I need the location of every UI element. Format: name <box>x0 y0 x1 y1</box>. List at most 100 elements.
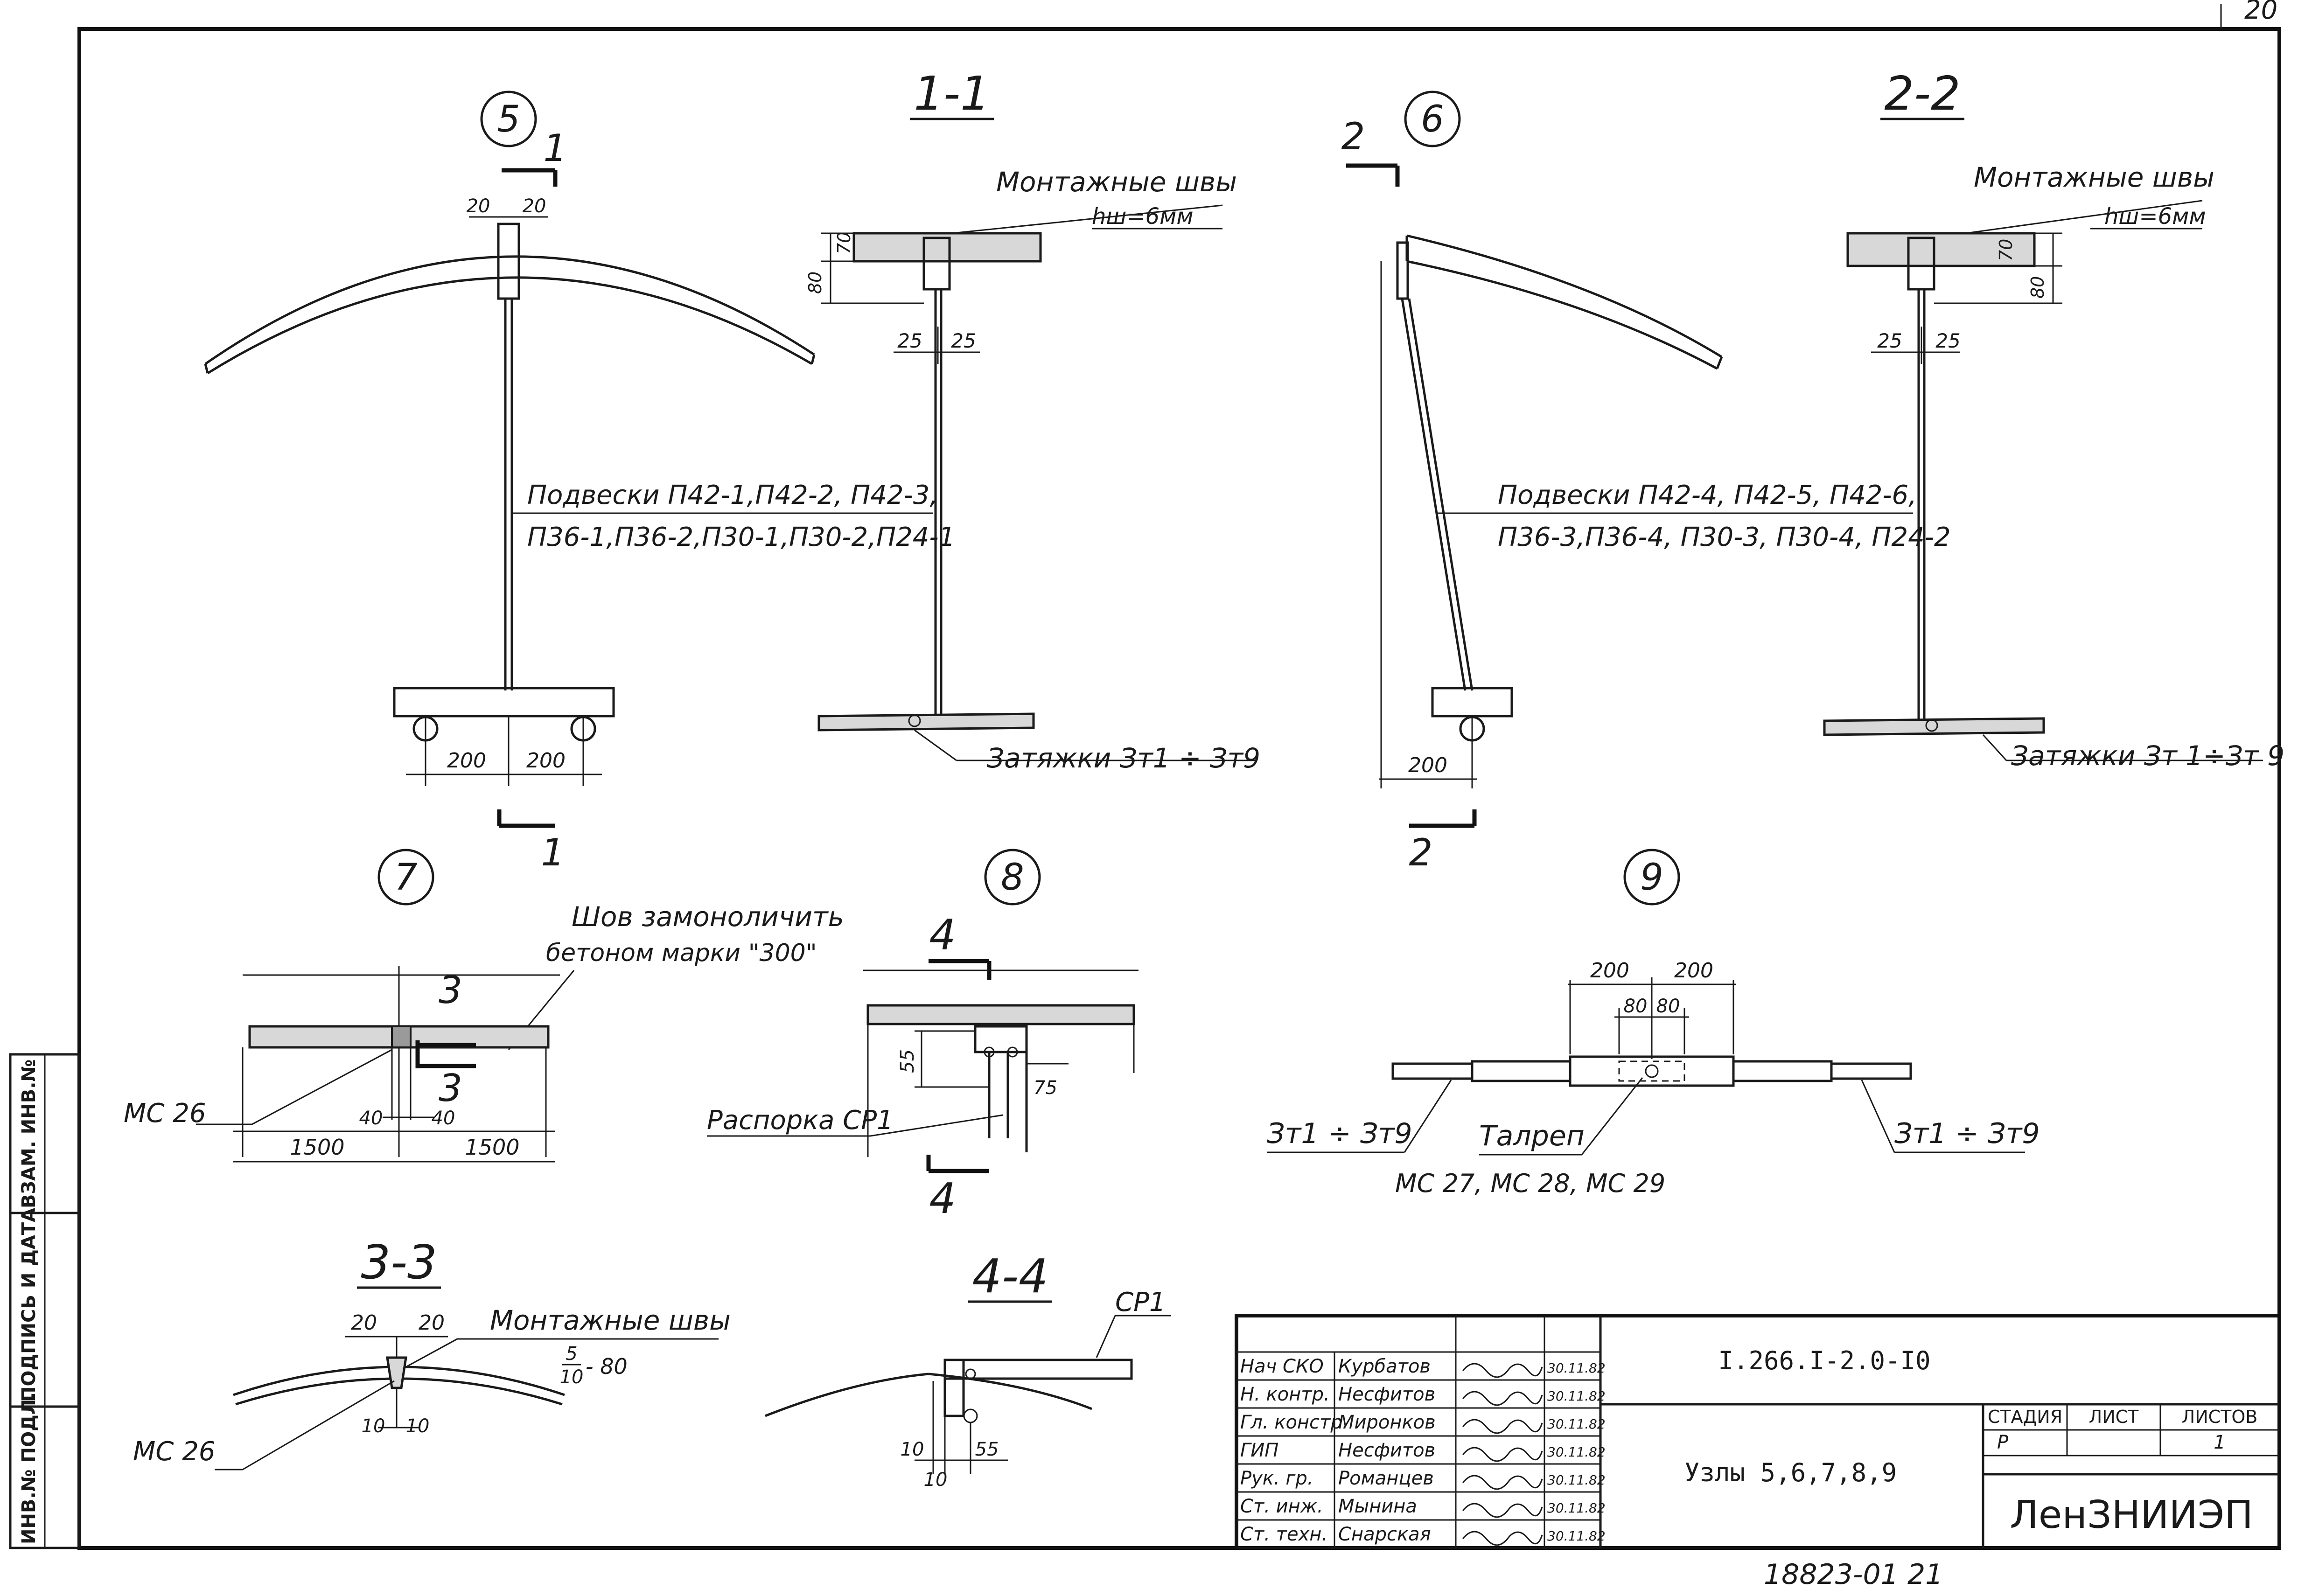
node-7-dim-1500-left: 1500 <box>290 1135 344 1160</box>
node-6-number: 6 <box>1421 98 1444 140</box>
staff-name: Несфитов <box>1338 1384 1435 1405</box>
node-7-dim-40-right: 40 <box>432 1108 455 1129</box>
node-7-marker <box>377 849 434 906</box>
signature-icon <box>1462 1391 1543 1406</box>
section-1-1-dim-25-right: 25 <box>951 329 976 352</box>
section-2-2-dim-80: 80 <box>2027 276 2048 299</box>
staff-name: Курбатов <box>1338 1356 1431 1377</box>
staff-name: Романцев <box>1338 1468 1434 1489</box>
section-3-3-title: 3-3 <box>361 1235 437 1289</box>
staff-rows: Нач СКО Курбатов 30.11.82 Н. контр. Несфитов… <box>1236 1356 1606 1549</box>
hangers-note-1: Подвески П42-1,П42-2, П42-3, П36-1,П36-2… <box>513 480 955 552</box>
node-7-cut-label-bottom: 3 <box>439 1066 462 1110</box>
side-stamp: ВЗАМ. ИНВ.№ ПОДПИСЬ И ДАТА ИНВ.№ ПОДЛ. <box>9 1053 81 1549</box>
title-block: Нач СКО Курбатов 30.11.82 Н. контр. Несфитов… <box>1235 1314 2281 1550</box>
node-5-view: 5 1 20 20 200 200 1 <box>204 91 816 874</box>
node-7-dim-1500-right: 1500 <box>465 1135 519 1160</box>
node-7-note-line1: Шов замоноличить <box>572 901 844 933</box>
organization: ЛенЗНИИЭП <box>2010 1493 2253 1537</box>
node-5-dim-20-left: 20 <box>467 195 490 217</box>
signature-icon <box>1462 1475 1543 1490</box>
node-9-marker <box>1623 849 1680 906</box>
section-1-1-dim-70: 70 <box>834 232 854 254</box>
section-2-2-dim-25-right: 25 <box>1935 329 1960 352</box>
section-1-1-dim-25-left: 25 <box>897 329 922 352</box>
section-3-3-dim-10-left: 10 <box>362 1415 385 1437</box>
node-7-dim-40-left: 40 <box>359 1108 383 1129</box>
node-8-marker <box>984 849 1041 906</box>
node-9-view: 9 200 200 80 80 Зт1 ÷ Зт9 Талреп МС 27, … <box>1267 849 2040 1198</box>
stage-value: Р <box>1997 1432 2009 1453</box>
section-3-3-weld-len: - 80 <box>586 1354 628 1379</box>
node-6-view: 6 2 200 2 <box>1341 91 1723 874</box>
section-1-1-weld-size: hш=6мм <box>1092 203 1194 230</box>
node-7-cut-label: 3 <box>439 969 462 1012</box>
stamp-podpis-data: ПОДПИСЬ И ДАТА <box>18 1208 40 1402</box>
section-3-3-dim-20-right: 20 <box>419 1311 445 1335</box>
node-6-dim-200: 200 <box>1408 753 1447 777</box>
node-9-dim-200-left: 200 <box>1590 959 1629 983</box>
node-9-tie-left: Зт1 ÷ Зт9 <box>1267 1117 1412 1150</box>
section-3-3-dim-20-left: 20 <box>351 1311 377 1335</box>
node-9-turnbuckle: Талреп <box>1479 1120 1585 1152</box>
staff-date: 30.11.82 <box>1547 1360 1606 1376</box>
node-9-tie-right: Зт1 ÷ Зт9 <box>1894 1117 2040 1150</box>
node-8-number: 8 <box>1001 857 1024 899</box>
node-8-dim-55: 55 <box>897 1049 918 1073</box>
staff-role: Н. контр. <box>1240 1384 1330 1405</box>
section-1-1-title: 1-1 <box>914 66 990 121</box>
node-5-marker <box>480 91 537 147</box>
node-5-dim-200-right: 200 <box>526 749 566 773</box>
section-4-4-dim-55: 55 <box>975 1439 999 1460</box>
node-9-dim-80-left: 80 <box>1624 996 1648 1017</box>
node-8-cut-bottom-label: 4 <box>929 1174 956 1223</box>
staff-name: Снарская <box>1338 1524 1431 1545</box>
section-2-2-weld-label: Монтажные швы <box>1974 161 2214 193</box>
section-1-1-ties: Затяжки Зт1 ÷ Зт9 <box>987 742 1260 774</box>
staff-role: Гл. констр. <box>1240 1412 1348 1433</box>
section-4-4-dim-10-b: 10 <box>924 1469 948 1491</box>
hangers-note-2-line2: П36-3,П36-4, П30-3, П30-4, П24-2 <box>1498 522 1951 552</box>
node-7-part: МС 26 <box>124 1098 206 1129</box>
signature-icon <box>1462 1447 1543 1462</box>
section-1-1-weld-label: Монтажные швы <box>996 166 1237 198</box>
node-7-view: 7 Шов замоноличить бетоном марки "300" 3… <box>124 849 844 1163</box>
node-9-dim-80-right: 80 <box>1656 996 1680 1017</box>
staff-name: Несфитов <box>1338 1440 1435 1461</box>
hangers-note-2-line1: Подвески П42-4, П42-5, П42-6, <box>1498 480 1917 510</box>
node-8-cut-top-label: 4 <box>929 911 956 960</box>
section-4-4-view: 4-4 СР1 10 10 55 <box>765 1249 1171 1491</box>
signature-icon <box>1462 1363 1543 1378</box>
staff-role: ГИП <box>1240 1440 1278 1461</box>
node-5-cut-top-label: 1 <box>544 126 567 170</box>
hangers-note-1-line1: Подвески П42-1,П42-2, П42-3, <box>527 480 938 510</box>
staff-role: Рук. гр. <box>1240 1468 1313 1489</box>
node-9-turnbuckle-parts: МС 27, МС 28, МС 29 <box>1395 1169 1665 1198</box>
section-4-4-part: СР1 <box>1115 1287 1166 1317</box>
section-3-3-part: МС 26 <box>133 1436 215 1467</box>
staff-date: 30.11.82 <box>1547 1444 1606 1460</box>
staff-role: Нач СКО <box>1240 1356 1324 1377</box>
signature-icon <box>1462 1531 1543 1546</box>
hangers-note-1-line2: П36-1,П36-2,П30-1,П30-2,П24-1 <box>527 522 955 552</box>
node-7-note-line2: бетоном марки "300" <box>546 939 817 967</box>
staff-date: 30.11.82 <box>1547 1416 1606 1432</box>
node-6-cut-top-label: 2 <box>1341 115 1365 158</box>
section-1-1-dim-80: 80 <box>805 272 825 294</box>
node-6-cut-bottom-label: 2 <box>1409 831 1433 874</box>
staff-date: 30.11.82 <box>1547 1500 1606 1516</box>
corner-number: 20 <box>2244 0 2277 25</box>
section-2-2-ties: Затяжки Зт 1÷Зт 9 <box>2011 740 2284 772</box>
node-5-cut-bottom-label: 1 <box>541 831 565 874</box>
staff-role: Ст. инж. <box>1240 1496 1323 1517</box>
sheet-header: ЛИСТ <box>2089 1407 2139 1427</box>
sheets-value: 1 <box>2214 1432 2225 1453</box>
sheet-title: Узлы 5,6,7,8,9 <box>1684 1458 1897 1487</box>
node-5-number: 5 <box>497 98 520 140</box>
sheets-header: ЛИСТОВ <box>2182 1407 2258 1427</box>
section-3-3-weld-label: Монтажные швы <box>490 1304 731 1336</box>
node-9-dim-200-right: 200 <box>1674 959 1713 983</box>
section-4-4-title: 4-4 <box>972 1249 1048 1303</box>
stamp-inv-podl: ИНВ.№ ПОДЛ. <box>18 1392 40 1544</box>
